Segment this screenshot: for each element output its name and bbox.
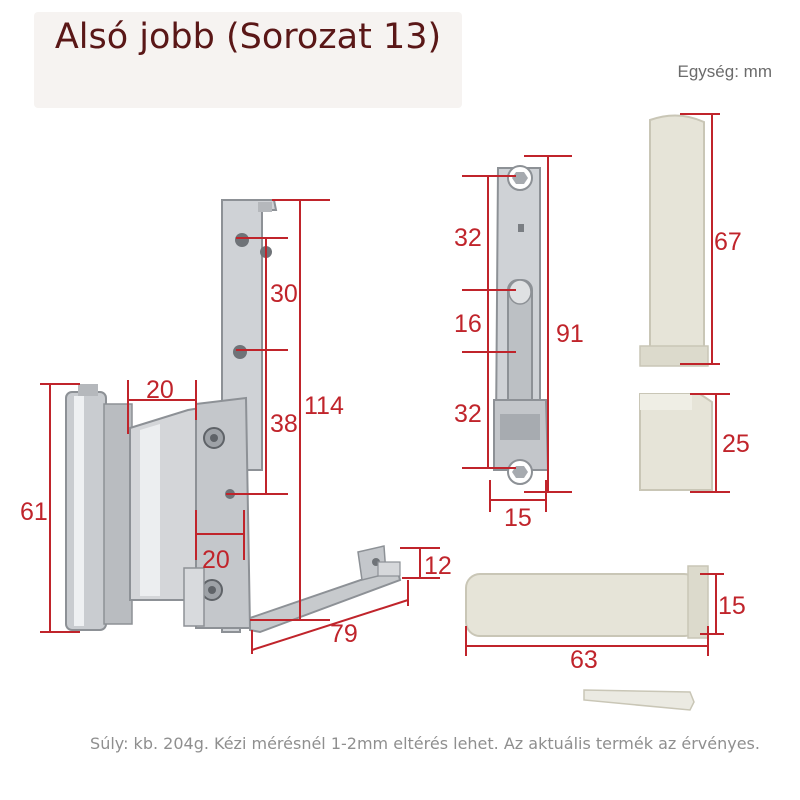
footer-note: Súly: kb. 204g. Kézi mérésnél 1-2mm elté…: [90, 734, 760, 753]
dim-strap-width: 15: [504, 504, 532, 532]
dim-hinge-gap-bottom: 20: [202, 546, 230, 574]
dimension-lines: [40, 113, 730, 656]
dim-arm-length: 79: [330, 620, 358, 648]
top-cover-image: [639, 114, 709, 367]
dim-hinge-gap-top: 20: [146, 376, 174, 404]
hinge-assembly-image: [65, 199, 402, 634]
dim-strap-seg-bottom: 32: [454, 400, 482, 428]
strap-hinge-image: [493, 165, 550, 485]
unit-label: Egység: mm: [677, 62, 772, 81]
dim-sleeve-diameter: 15: [718, 592, 746, 620]
dim-strap-seg-mid: 16: [454, 310, 482, 338]
page-title: Alsó jobb (Sorozat 13): [54, 17, 442, 57]
dim-end-cap-height: 25: [722, 430, 750, 458]
dim-hinge-height: 61: [20, 498, 48, 526]
dim-plate-hole-top: 30: [270, 280, 298, 308]
title-background: [34, 12, 462, 108]
dim-strap-seg-top: 32: [454, 224, 482, 252]
end-cover-image: [639, 393, 713, 491]
dim-strap-total: 91: [556, 320, 584, 348]
dim-sleeve-length: 63: [570, 646, 598, 674]
sleeve-image: [465, 565, 709, 639]
dim-plate-total: 114: [304, 392, 344, 420]
dim-plate-hole-mid: 38: [270, 410, 298, 438]
dim-cap-height: 67: [714, 228, 742, 256]
dim-arm-height: 12: [424, 552, 452, 580]
pin-image: [583, 689, 695, 711]
